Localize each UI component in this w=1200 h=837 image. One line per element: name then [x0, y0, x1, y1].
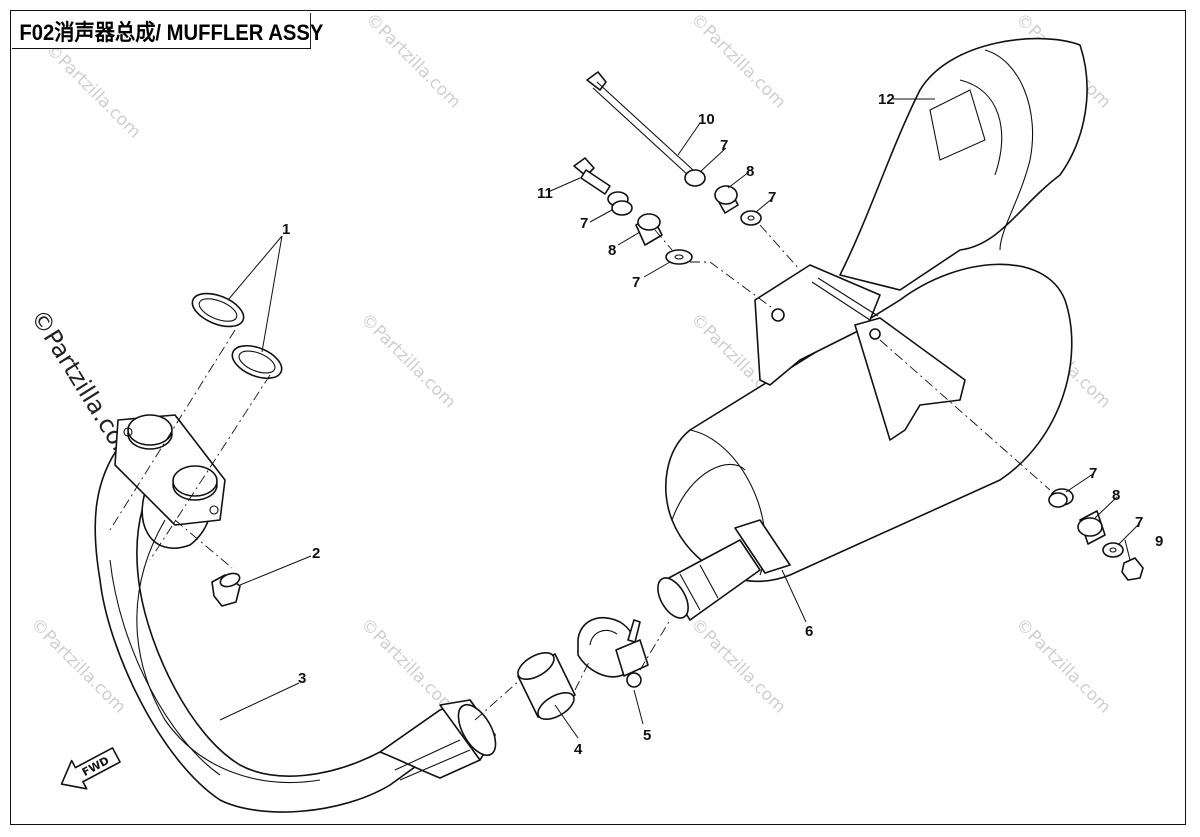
callouts: 1 2 3 4 5 6 7 7 7 7 7 7 8 8 8 9 10 11 12: [282, 91, 1163, 758]
centerlines: [109, 224, 1051, 721]
callout-1: 1: [282, 221, 290, 238]
callout-7: 7: [1089, 465, 1097, 482]
callout-7: 7: [720, 137, 728, 154]
diagram-title: F02消声器总成/ MUFFLER ASSY: [12, 13, 323, 49]
callout-11: 11: [537, 185, 553, 202]
callout-7: 7: [768, 189, 776, 206]
callout-2: 2: [312, 545, 320, 562]
mounting-hardware: [573, 71, 1144, 581]
clamp: [577, 616, 649, 688]
callout-3: 3: [298, 670, 306, 687]
callout-8: 8: [746, 163, 754, 180]
callout-12: 12: [878, 91, 895, 108]
callout-7: 7: [1135, 514, 1143, 531]
watermark: ©Partzilla.com: [686, 9, 789, 112]
title-text: F02消声器总成/ MUFFLER ASSY: [19, 19, 324, 45]
callout-9: 9: [1155, 533, 1163, 550]
watermark: ©Partzilla.com: [356, 309, 459, 412]
watermark: ©Partzilla.com: [41, 39, 144, 142]
muffler: [657, 37, 1088, 621]
header-pipe: [94, 414, 497, 813]
watermark: ©Partzilla.com: [686, 614, 789, 717]
callout-5: 5: [643, 727, 651, 744]
callout-10: 10: [698, 111, 715, 128]
callout-7: 7: [632, 274, 640, 291]
callout-8: 8: [1112, 487, 1120, 504]
leader-lines: [219, 98, 1141, 739]
forward-direction-arrow: FWD: [60, 747, 121, 790]
callout-6: 6: [805, 623, 813, 640]
watermark: ©Partzilla.com: [356, 614, 459, 717]
sleeve: [517, 651, 576, 721]
callout-4: 4: [574, 741, 583, 758]
flange-nut: [211, 572, 241, 607]
watermark: ©Partzilla.com: [361, 9, 464, 112]
gaskets: [191, 292, 283, 380]
callout-7: 7: [580, 215, 588, 232]
callout-8: 8: [608, 242, 616, 259]
watermark: ©Partzilla.com: [1011, 614, 1114, 717]
